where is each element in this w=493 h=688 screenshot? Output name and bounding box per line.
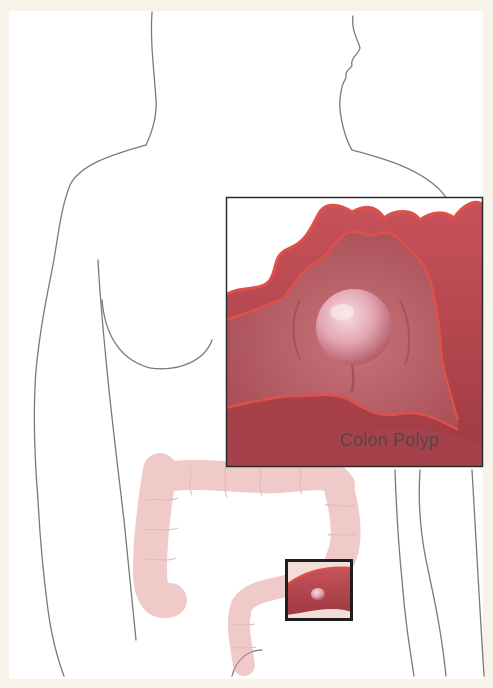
inset-label: Colon Polyp [340,430,439,451]
polyp [316,289,392,365]
colon-highlight-segment [286,560,352,620]
inset-illustration [226,197,483,467]
